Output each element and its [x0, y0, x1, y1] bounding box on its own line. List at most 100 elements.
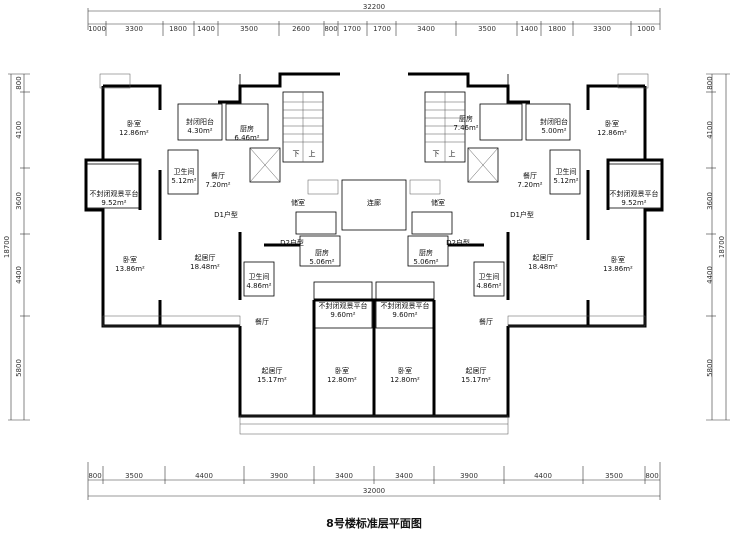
bathroom-d2-left-area: 4.86m²	[246, 282, 271, 290]
bathroom-d1-right-name: 卫生间	[556, 167, 577, 176]
bathroom-d2-left-name: 卫生间	[249, 272, 270, 281]
top-dim-6: 800	[324, 25, 337, 33]
left-dim-4: 5800	[15, 359, 23, 377]
top-dim-4: 3500	[240, 25, 258, 33]
terrace-center-right-area: 9.60m²	[392, 311, 417, 319]
left-dim-3: 4400	[15, 266, 23, 284]
right-dim-1: 4100	[706, 121, 714, 139]
dining-d1-right-name: 餐厅	[523, 171, 537, 180]
stair-left-down: 下	[293, 150, 300, 158]
living-d2-left-name: 起居厅	[262, 367, 283, 375]
top-dimensions: 32200 1000 3300 1800 1400 3500 2600 800 …	[87, 3, 661, 36]
kitchen-d2-left-area: 5.06m²	[309, 258, 334, 266]
bathroom-d2-right-name: 卫生间	[479, 272, 500, 281]
top-dim-8: 1700	[373, 25, 391, 33]
walls	[84, 72, 664, 418]
living-d2-right-area: 15.17m²	[461, 376, 491, 384]
bottom-dim-9: 800	[645, 472, 658, 480]
corridor-label: 连廊	[367, 198, 381, 207]
sealed-balcony-right-name: 封闭阳台	[540, 117, 568, 126]
top-dim-0: 1000	[88, 25, 106, 33]
dining-d2-right-name: 餐厅	[479, 317, 493, 326]
living-d2-right-name: 起居厅	[466, 367, 487, 375]
bottom-dim-0: 800	[88, 472, 101, 480]
bottom-dim-7: 4400	[534, 472, 552, 480]
living-d1-left-name: 起居厅	[195, 254, 216, 262]
kitchen-d1-right-name: 厨房	[459, 114, 473, 123]
top-dim-9: 3400	[417, 25, 435, 33]
drawing-title: 8号楼标准层平面图	[326, 516, 422, 530]
kitchen-d2-right-area: 5.06m²	[413, 258, 438, 266]
bottom-total-dim: 32000	[363, 487, 385, 495]
bottom-dim-1: 3500	[125, 472, 143, 480]
bedroom-mid-right-area: 13.86m²	[603, 265, 633, 273]
bathroom-d1-left-name: 卫生间	[174, 167, 195, 176]
top-dim-10: 3500	[478, 25, 496, 33]
kitchen-d1-left-name: 厨房	[240, 124, 254, 133]
top-dim-14: 1000	[637, 25, 655, 33]
right-dimensions: 800 4100 3600 4400 5800 18700	[706, 73, 730, 421]
bottom-dimensions: 800 3500 4400 3900 3400 3400 3900 4400 3…	[87, 462, 661, 500]
top-dim-11: 1400	[520, 25, 538, 33]
right-total-dim: 18700	[718, 236, 726, 258]
terrace-left-area: 9.52m²	[101, 199, 126, 207]
interior-details	[85, 73, 663, 435]
stair-right-up: 上	[449, 149, 456, 158]
right-dim-3: 4400	[706, 266, 714, 284]
top-dim-13: 3300	[593, 25, 611, 33]
top-dim-2: 1800	[169, 25, 187, 33]
top-dim-7: 1700	[343, 25, 361, 33]
left-dim-0: 800	[15, 76, 23, 89]
room-labels: 卧室 12.86m² 封闭阳台 4.30m² 厨房 6.46m² 卫生间 5.1…	[90, 114, 659, 384]
kitchen-d2-left-name: 厨房	[315, 248, 329, 257]
left-dim-1: 4100	[15, 121, 23, 139]
bottom-dim-6: 3900	[460, 472, 478, 480]
dining-d1-right-area: 7.20m²	[517, 181, 542, 189]
bedroom-bottom-left-area: 12.80m²	[327, 376, 357, 384]
bedroom-top-right-name: 卧室	[605, 119, 619, 128]
stair-right-down: 下	[433, 150, 440, 158]
bedroom-top-right-area: 12.86m²	[597, 129, 627, 137]
bedroom-top-left-name: 卧室	[127, 119, 141, 128]
unit-d2-left-label: D2户型	[280, 238, 304, 247]
living-d1-left-area: 18.48m²	[190, 263, 220, 271]
storage-right-label: 储室	[431, 198, 445, 207]
living-d2-left-area: 15.17m²	[257, 376, 287, 384]
bathroom-d1-left-area: 5.12m²	[171, 177, 196, 185]
terrace-right-area: 9.52m²	[621, 199, 646, 207]
bathroom-d1-right-area: 5.12m²	[553, 177, 578, 185]
bedroom-mid-left-name: 卧室	[123, 255, 137, 264]
bottom-dim-5: 3400	[395, 472, 413, 480]
stair-left-up: 上	[309, 149, 316, 158]
top-dim-1: 3300	[125, 25, 143, 33]
kitchen-d1-right-area: 7.46m²	[453, 124, 478, 132]
sealed-balcony-left-name: 封闭阳台	[186, 117, 214, 126]
bottom-dim-4: 3400	[335, 472, 353, 480]
sealed-balcony-right-area: 5.00m²	[541, 127, 566, 135]
left-total-dim: 18700	[3, 236, 11, 258]
storage-left-label: 储室	[291, 198, 305, 207]
left-dimensions: 800 4100 3600 4400 5800 18700	[3, 73, 30, 421]
top-dim-12: 1800	[548, 25, 566, 33]
bedroom-mid-right-name: 卧室	[611, 255, 625, 264]
sealed-balcony-left-area: 4.30m²	[187, 127, 212, 135]
bottom-dim-8: 3500	[605, 472, 623, 480]
terrace-center-right-name: 不封闭观景平台	[381, 301, 430, 310]
bedroom-bottom-left-name: 卧室	[335, 366, 349, 375]
dining-d2-left-name: 餐厅	[255, 317, 269, 326]
right-dim-0: 800	[706, 76, 714, 89]
terrace-center-left-name: 不封闭观景平台	[319, 301, 368, 310]
living-d1-right-name: 起居厅	[533, 254, 554, 262]
bottom-dim-3: 3900	[270, 472, 288, 480]
top-total-dim: 32200	[363, 3, 385, 11]
bedroom-bottom-right-name: 卧室	[398, 366, 412, 375]
kitchen-d1-left-area: 6.46m²	[234, 134, 259, 142]
bottom-dim-2: 4400	[195, 472, 213, 480]
living-d1-right-area: 18.48m²	[528, 263, 558, 271]
top-dim-5: 2600	[292, 25, 310, 33]
right-dim-2: 3600	[706, 192, 714, 210]
terrace-right-name: 不封闭观景平台	[610, 189, 659, 198]
bedroom-bottom-right-area: 12.80m²	[390, 376, 420, 384]
unit-d1-right-label: D1户型	[510, 210, 534, 219]
